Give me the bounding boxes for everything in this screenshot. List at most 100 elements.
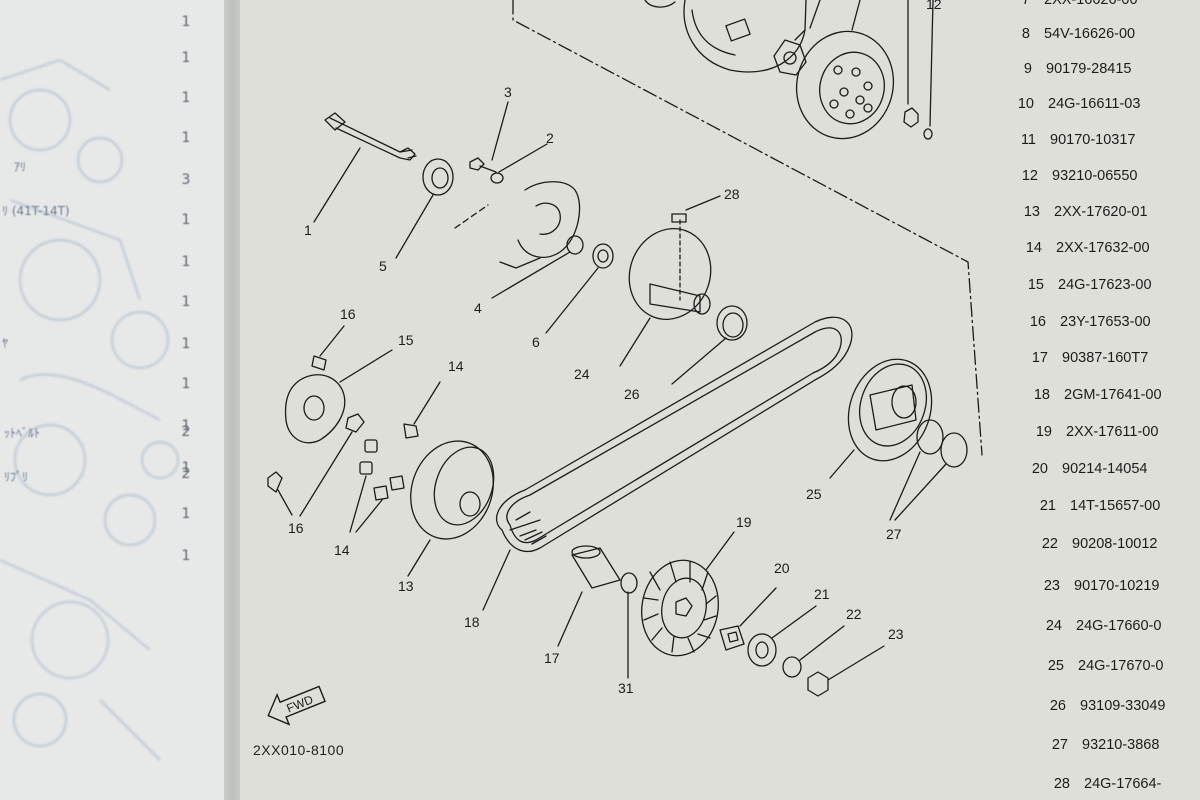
ref-number: 7	[1021, 0, 1030, 8]
part-row: 18 2GM-17641-00	[1020, 387, 1162, 403]
ref-number: 25	[1047, 658, 1064, 674]
callout-number: 5	[379, 258, 387, 274]
callout-number: 2	[546, 130, 554, 146]
part-row: 19 2XX-17611-00	[1022, 424, 1159, 440]
ref-number: 20	[1031, 461, 1048, 477]
callout-number: 22	[846, 606, 862, 622]
part-number: 90214-14054	[1062, 461, 1148, 477]
callout-number: 4	[474, 300, 482, 316]
faded-exploded-drawing	[0, 59, 179, 761]
part-row: 15 24G-17623-00	[1014, 277, 1152, 293]
part-23	[807, 671, 829, 697]
part-number: 90170-10219	[1074, 578, 1160, 594]
part-number: 24G-16611-03	[1048, 96, 1141, 112]
callout-number: 26	[624, 386, 640, 402]
ref-number: 13	[1023, 204, 1040, 220]
partial-label: ｯﾄﾍﾞﾙﾄ	[4, 426, 41, 440]
diagram-code: 2XX010-8100	[253, 742, 345, 758]
parts-catalog-page: 1 2 3 4 5 6 12 13 14 14 15 16 16 17 18 1…	[240, 0, 1200, 800]
clutch-assembly-top	[644, 0, 934, 140]
part-number: 2XX-17632-00	[1056, 240, 1150, 256]
part-number: 23Y-17653-00	[1060, 314, 1151, 330]
quantity: 1	[181, 212, 191, 228]
bearing-part-5	[422, 158, 454, 196]
callout-number: 12	[926, 0, 942, 12]
callout-number: 19	[736, 514, 752, 530]
part-number: 93109-33049	[1080, 698, 1166, 714]
quantity: 1	[181, 418, 191, 434]
part-number: 2GM-17641-00	[1064, 387, 1162, 403]
ref-number: 15	[1027, 277, 1044, 293]
callout-number: 14	[334, 542, 350, 558]
part-row: 22 90208-10012	[1028, 536, 1158, 552]
weight-roller-part-14	[349, 381, 441, 533]
part-20	[719, 625, 745, 651]
part-row: 26 93109-33049	[1036, 698, 1166, 714]
part-number: 90208-10012	[1072, 536, 1158, 552]
part-row: 14 2XX-17632-00	[1012, 240, 1150, 256]
ref-number: 26	[1049, 698, 1066, 714]
quantity: 1	[181, 336, 191, 352]
callout-number: 1	[304, 222, 312, 238]
callout-number: 20	[774, 560, 790, 576]
quantity: 1	[181, 90, 191, 106]
part-number: 24G-17660-0	[1076, 618, 1162, 634]
callout-number: 17	[544, 650, 560, 666]
ref-number: 22	[1041, 536, 1058, 552]
ref-number: 16	[1029, 314, 1046, 330]
partial-label: ﾔ	[2, 336, 9, 350]
part-row: 17 90387-160T7	[1018, 350, 1148, 366]
part-number: 2XX-16626-00	[1044, 0, 1138, 8]
part-row: 20 90214-14054	[1018, 461, 1148, 477]
callout-number: 16	[288, 520, 304, 536]
callout-number: 24	[574, 366, 590, 382]
driven-sheave-part-25	[829, 358, 933, 479]
v-belt-part-18	[482, 316, 853, 611]
ref-number: 18	[1033, 387, 1050, 403]
ramp-plate-part-15	[284, 349, 393, 444]
part-number: 90387-160T7	[1062, 350, 1149, 366]
part-row: 7 2XX-16626-00	[1000, 0, 1138, 8]
partial-label: ﾘ (41T-14T)	[2, 204, 70, 218]
quantity: 2	[181, 466, 191, 482]
ref-number: 27	[1051, 737, 1068, 753]
callout-number: 13	[398, 578, 414, 594]
part-number: 2XX-17620-01	[1054, 204, 1148, 220]
quantity: 1	[181, 548, 191, 564]
callout-number: 14	[448, 358, 464, 374]
part-number: 14T-15657-00	[1070, 498, 1161, 514]
part-number: 2XX-17611-00	[1066, 424, 1159, 440]
part-row: 16 23Y-17653-00	[1016, 314, 1151, 330]
assembly-boundary-line	[512, 0, 983, 456]
ref-number: 21	[1039, 498, 1056, 514]
quantity: 2	[181, 424, 191, 440]
quantity: 1	[181, 294, 191, 310]
part-22	[782, 656, 802, 678]
ref-number: 19	[1035, 424, 1052, 440]
o-ring-part-27	[916, 419, 944, 455]
ref-number: 17	[1031, 350, 1048, 366]
ref-number: 12	[1021, 168, 1038, 184]
callout-number: 21	[814, 586, 830, 602]
ref-number: 8	[1021, 26, 1030, 42]
exploded-parts-diagram	[267, 0, 983, 697]
quantity: 1	[181, 130, 191, 146]
callout-number: 15	[398, 332, 414, 348]
collar-part-17	[571, 547, 621, 589]
part-number: 24G-17664-	[1084, 776, 1162, 792]
left-facing-page: 1 1 1 1 3 1 1 1 1 1 1 1 2 2 1 1 ｱﾘ ﾘ (41…	[0, 0, 232, 800]
part-number: 24G-17623-00	[1058, 277, 1152, 293]
part-number: 90170-10317	[1050, 132, 1136, 148]
ref-number: 14	[1025, 240, 1042, 256]
part-number: 90179-28415	[1046, 61, 1132, 77]
callout-number: 16	[340, 306, 356, 322]
part-row: 27 93210-3868	[1038, 737, 1160, 753]
part-number: 93210-3868	[1082, 737, 1160, 753]
drive-shaft-part-1	[313, 112, 417, 223]
callout-number: 27	[886, 526, 902, 542]
